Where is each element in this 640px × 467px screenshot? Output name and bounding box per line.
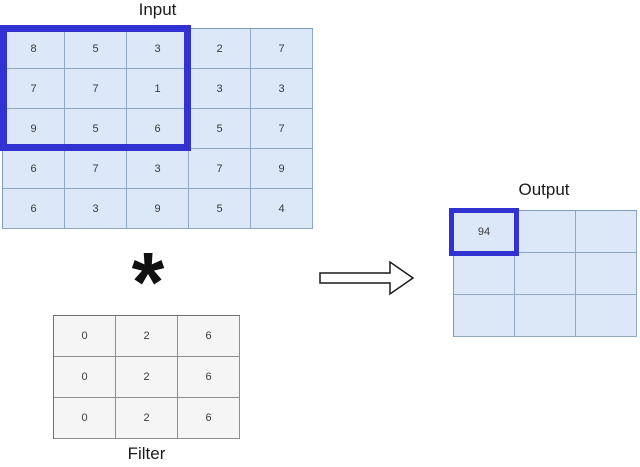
matrix-cell: 94 (454, 211, 515, 253)
matrix-cell: 3 (189, 69, 251, 109)
matrix-cell: 6 (178, 357, 240, 398)
matrix-cell: 7 (65, 69, 127, 109)
right-arrow-icon (319, 260, 415, 296)
matrix-cell: 2 (116, 316, 178, 357)
matrix-cell (454, 253, 515, 295)
matrix-cell: 7 (189, 149, 251, 189)
matrix-cell: 8 (3, 29, 65, 69)
matrix-cell: 2 (189, 29, 251, 69)
matrix-cell: 9 (3, 109, 65, 149)
matrix-cell (576, 253, 637, 295)
matrix-cell: 4 (251, 189, 313, 229)
matrix-cell (515, 295, 576, 337)
input-matrix-label: Input (138, 0, 177, 19)
matrix-cell (576, 295, 637, 337)
matrix-cell: 7 (251, 29, 313, 69)
matrix-cell: 0 (54, 398, 116, 439)
matrix-cell: 2 (116, 398, 178, 439)
convolution-operator: * (131, 235, 165, 329)
matrix-cell: 6 (127, 109, 189, 149)
matrix-cell: 5 (65, 29, 127, 69)
matrix-cell (454, 295, 515, 337)
matrix-cell: 2 (116, 357, 178, 398)
matrix-cell: 6 (3, 189, 65, 229)
matrix-cell: 3 (127, 149, 189, 189)
matrix-cell: 3 (65, 189, 127, 229)
matrix-cell: 7 (65, 149, 127, 189)
output-matrix: 94 (453, 210, 637, 337)
output-matrix-label: Output (518, 180, 570, 199)
matrix-cell: 6 (178, 398, 240, 439)
matrix-cell: 3 (251, 69, 313, 109)
matrix-cell: 6 (178, 316, 240, 357)
matrix-cell: 0 (54, 357, 116, 398)
matrix-cell: 1 (127, 69, 189, 109)
matrix-cell: 0 (54, 316, 116, 357)
matrix-cell: 9 (251, 149, 313, 189)
matrix-cell: 3 (127, 29, 189, 69)
matrix-cell: 9 (127, 189, 189, 229)
matrix-cell (515, 253, 576, 295)
matrix-cell: 5 (189, 189, 251, 229)
matrix-cell: 7 (3, 69, 65, 109)
matrix-cell (515, 211, 576, 253)
matrix-cell: 5 (65, 109, 127, 149)
matrix-cell: 7 (251, 109, 313, 149)
matrix-cell: 5 (189, 109, 251, 149)
filter-matrix-label: Filter (127, 444, 166, 463)
matrix-cell: 6 (3, 149, 65, 189)
matrix-cell (576, 211, 637, 253)
